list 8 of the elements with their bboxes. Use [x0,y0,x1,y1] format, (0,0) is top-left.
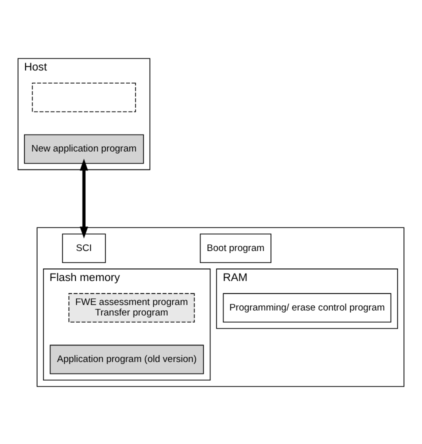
node-box: New application program [24,134,144,164]
node-box: FWE assessment program Transfer program [68,292,195,322]
node-box: Application program (old version) [50,344,204,374]
arrow [80,158,88,238]
node-box: SCI [62,233,106,262]
node-box [32,82,136,112]
node-box: Boot program [200,233,272,262]
node-box: Programming/ erase control program [222,292,392,322]
